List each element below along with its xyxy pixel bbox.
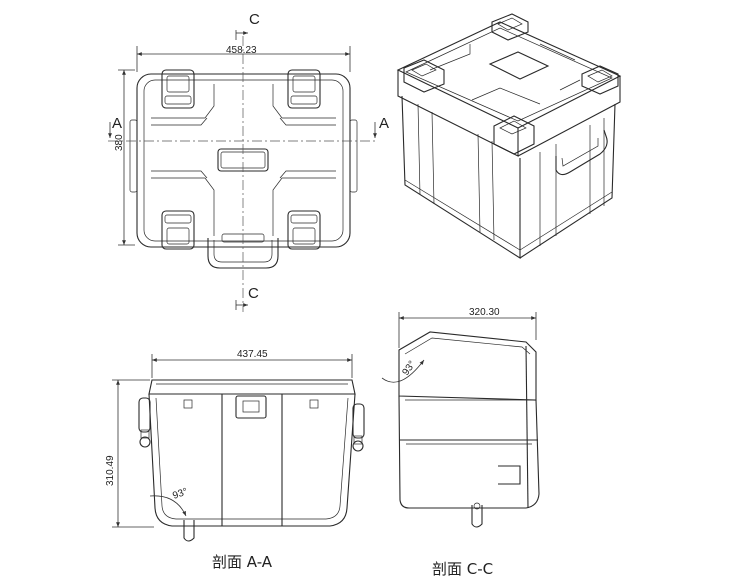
latch-bottom-right: [287, 210, 321, 250]
aa-lid: [148, 379, 356, 395]
section-a-label-left: A: [112, 115, 122, 132]
cc-latch: [498, 465, 521, 485]
cc-body: [398, 395, 540, 509]
body-side: [519, 103, 616, 259]
aa-caption: 剖面 A-A: [212, 553, 273, 571]
aa-body: [148, 393, 356, 527]
aa-latch: [235, 395, 267, 419]
aa-handle-left: [138, 397, 151, 448]
iso-latch-front: [493, 115, 535, 155]
latch-bottom-left: [161, 210, 195, 250]
section-c-label-bottom: C: [248, 285, 259, 302]
section-cc-view: [381, 312, 540, 528]
latch-top-left: [161, 69, 195, 109]
section-aa-view: [112, 354, 365, 542]
front-handle: [207, 238, 279, 269]
iso-latch-right: [581, 65, 619, 95]
top-view: [108, 30, 378, 312]
aa-handle-right: [352, 403, 365, 452]
latch-top-right: [287, 69, 321, 109]
top-height-dimension: 380: [114, 134, 125, 151]
iso-latch-back: [491, 13, 529, 41]
aa-width-dimension: 437.45: [237, 349, 268, 360]
body-front: [401, 95, 521, 260]
isometric-view: [396, 13, 622, 260]
cc-angle: 93°: [400, 359, 418, 378]
iso-side-handle: [555, 129, 608, 176]
aa-angle: 93°: [171, 486, 189, 502]
cc-width-dimension: 320.30: [469, 307, 500, 318]
section-a-label-right: A: [379, 115, 389, 132]
top-view-outline: [136, 73, 351, 248]
aa-height-dimension: 310.49: [105, 455, 116, 486]
section-c-label-top: C: [249, 11, 260, 28]
cc-caption: 剖面 C-C: [432, 560, 493, 578]
iso-latch-left: [403, 59, 445, 93]
top-width-dimension: 458.23: [226, 45, 257, 56]
